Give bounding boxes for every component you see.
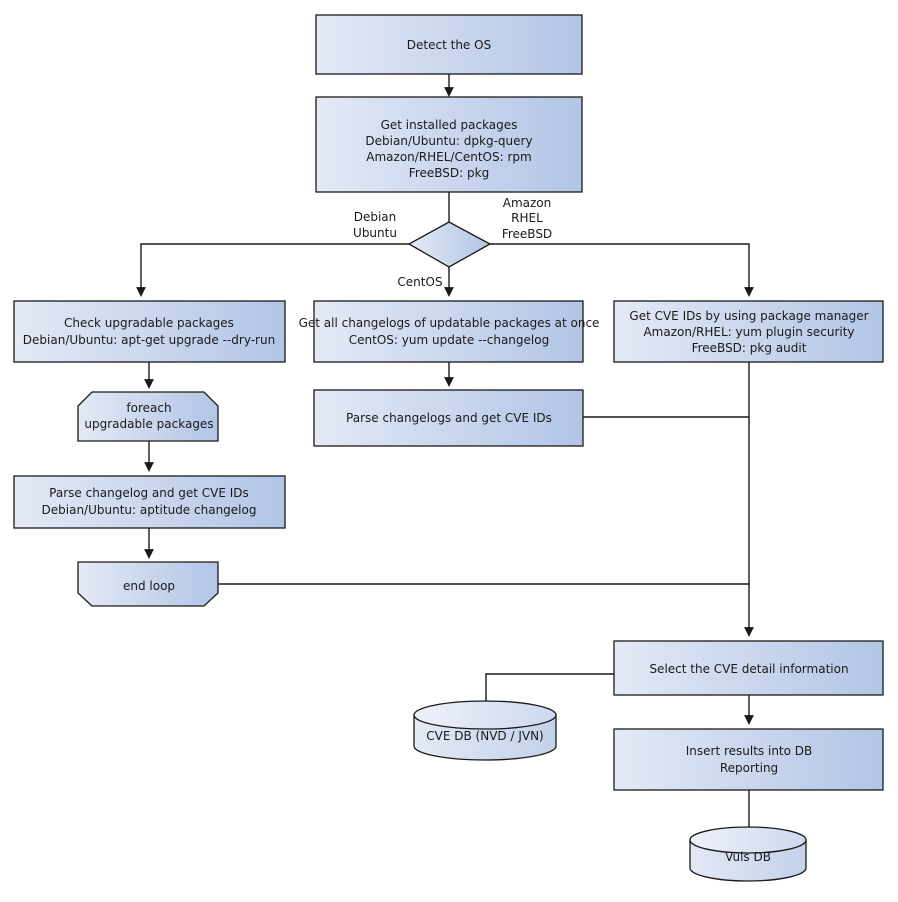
node-check-upgradable[interactable]: Check upgradable packages Debian/Ubuntu:… bbox=[13, 300, 286, 363]
get-changelogs-box[interactable] bbox=[313, 300, 584, 363]
foreach-line1: foreach bbox=[126, 401, 171, 415]
get-packages-line3: Amazon/RHEL/CentOS: rpm bbox=[366, 150, 531, 164]
edge-label-amazon-rhel-freebsd: Amazon RHEL FreeBSD bbox=[502, 196, 552, 241]
node-insert-results[interactable]: Insert results into DB Reporting bbox=[613, 728, 884, 791]
node-get-packages[interactable]: Get installed packages Debian/Ubuntu: dp… bbox=[315, 96, 583, 193]
edge-label-debian-ubuntu: Debian Ubuntu bbox=[353, 210, 397, 240]
get-changelogs-line2: CentOS: yum update --changelog bbox=[349, 333, 549, 347]
insert-results-line1: Insert results into DB bbox=[686, 744, 813, 758]
insert-results-box[interactable] bbox=[613, 728, 884, 791]
edge-decision-to-pkgmgr bbox=[489, 243, 754, 297]
end-loop-shape[interactable] bbox=[77, 561, 219, 607]
node-parse-changelog[interactable]: Parse changelog and get CVE IDs Debian/U… bbox=[13, 475, 286, 529]
foreach-loop-shape[interactable] bbox=[77, 391, 219, 442]
get-cve-pkgmgr-line1: Get CVE IDs by using package manager bbox=[629, 309, 868, 323]
edge-decision-to-check-upgradable bbox=[136, 243, 410, 297]
select-cve-label: Select the CVE detail information bbox=[649, 662, 848, 676]
vuls-db-label: Vuls DB bbox=[725, 850, 771, 864]
check-upgradable-box[interactable] bbox=[13, 300, 286, 363]
node-vuls-db[interactable]: Vuls DB bbox=[689, 826, 807, 882]
connectors bbox=[136, 74, 754, 828]
get-cve-pkgmgr-line2: Amazon/RHEL: yum plugin security bbox=[643, 325, 854, 339]
get-packages-line2: Debian/Ubuntu: dpkg-query bbox=[365, 134, 532, 148]
node-cve-db[interactable]: CVE DB (NVD / JVN) bbox=[413, 700, 557, 761]
select-cve-box[interactable] bbox=[613, 640, 884, 696]
vuls-db-cylinder-top bbox=[689, 826, 807, 854]
os-decision-diamond[interactable] bbox=[407, 221, 492, 268]
node-select-cve[interactable]: Select the CVE detail information bbox=[613, 640, 884, 696]
label-debian: Debian bbox=[354, 210, 397, 224]
end-loop-label: end loop bbox=[123, 579, 175, 593]
cve-db-cylinder-top bbox=[413, 700, 557, 730]
check-upgradable-line2: Debian/Ubuntu: apt-get upgrade --dry-run bbox=[23, 333, 275, 347]
get-packages-box[interactable] bbox=[315, 96, 583, 193]
node-get-changelogs[interactable]: Get all changelogs of updatable packages… bbox=[299, 300, 600, 363]
label-rhel: RHEL bbox=[511, 211, 543, 225]
label-amazon: Amazon bbox=[503, 196, 552, 210]
get-cve-pkgmgr-box[interactable] bbox=[613, 300, 884, 363]
detect-os-box[interactable] bbox=[315, 14, 583, 75]
node-os-decision[interactable] bbox=[407, 221, 492, 268]
get-cve-pkgmgr-line3: FreeBSD: pkg audit bbox=[692, 341, 807, 355]
cve-db-label: CVE DB (NVD / JVN) bbox=[426, 729, 543, 743]
node-get-cve-pkgmgr[interactable]: Get CVE IDs by using package manager Ama… bbox=[613, 300, 884, 363]
foreach-line2: upgradable packages bbox=[84, 417, 213, 431]
node-end-loop[interactable]: end loop bbox=[77, 561, 219, 607]
node-foreach-loop[interactable]: foreach upgradable packages bbox=[77, 391, 219, 442]
label-ubuntu: Ubuntu bbox=[353, 226, 397, 240]
get-changelogs-line1: Get all changelogs of updatable packages… bbox=[299, 316, 600, 330]
get-packages-line1: Get installed packages bbox=[381, 118, 518, 132]
node-parse-changelogs-cve[interactable]: Parse changelogs and get CVE IDs bbox=[313, 389, 584, 447]
label-freebsd: FreeBSD bbox=[502, 227, 552, 241]
get-packages-line4: FreeBSD: pkg bbox=[409, 166, 489, 180]
detect-os-label: Detect the OS bbox=[407, 38, 491, 52]
parse-changelog-line1: Parse changelog and get CVE IDs bbox=[49, 486, 249, 500]
insert-results-line2: Reporting bbox=[720, 761, 778, 775]
node-detect-os[interactable]: Detect the OS bbox=[315, 14, 583, 75]
parse-changelog-box[interactable] bbox=[13, 475, 286, 529]
parse-changelogs-cve-box[interactable] bbox=[313, 389, 584, 447]
edge-label-centos: CentOS bbox=[397, 275, 442, 289]
parse-changelog-line2: Debian/Ubuntu: aptitude changelog bbox=[42, 503, 257, 517]
edge-select-cve-to-cve-db bbox=[485, 673, 614, 706]
check-upgradable-line1: Check upgradable packages bbox=[64, 316, 234, 330]
parse-changelogs-cve-label: Parse changelogs and get CVE IDs bbox=[346, 411, 552, 425]
